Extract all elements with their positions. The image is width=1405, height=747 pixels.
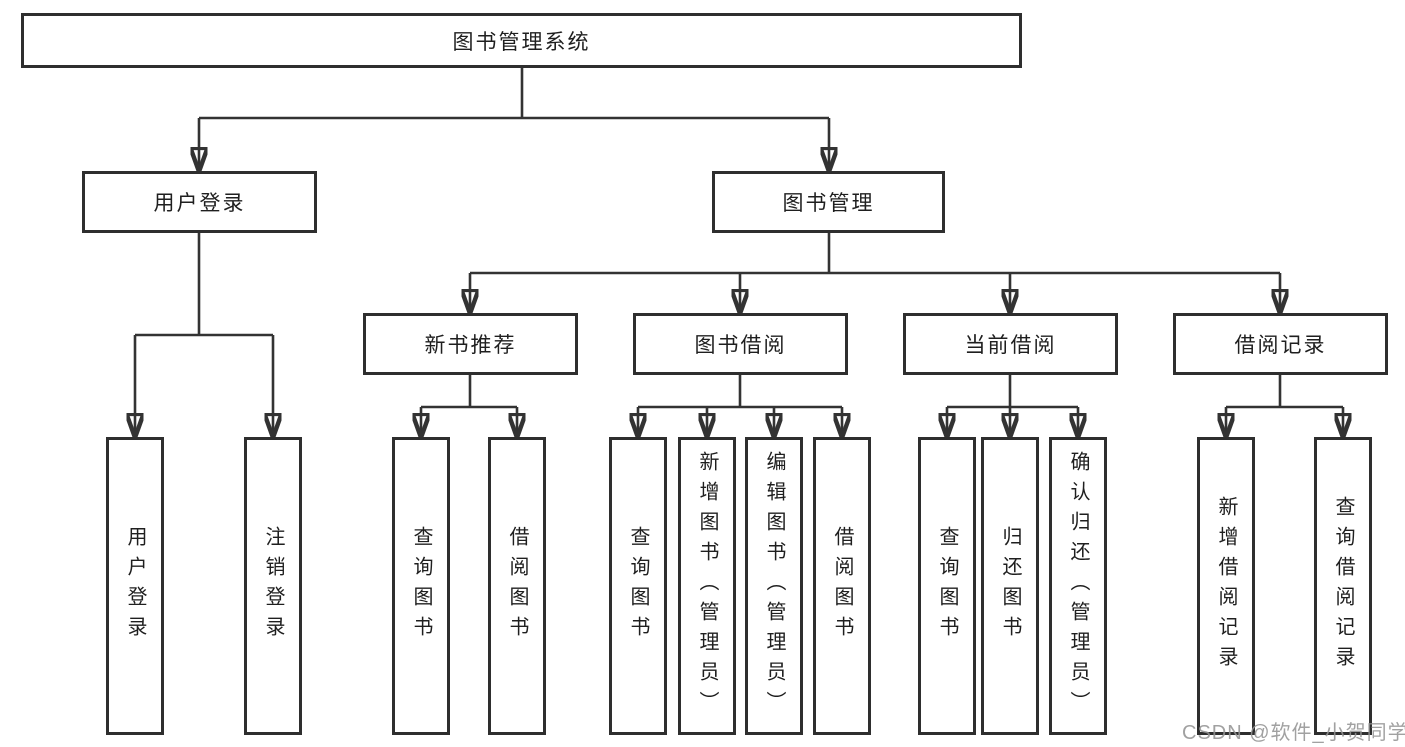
connector-user-login-subtree bbox=[135, 233, 273, 436]
leaf-query-books-borrow: 查询图书 bbox=[609, 437, 667, 735]
leaf-query-books-recommend: 查询图书 bbox=[392, 437, 450, 735]
connector-new-book-subtree bbox=[421, 375, 517, 436]
leaf-borrow-books: 借阅图书 bbox=[813, 437, 871, 735]
node-book-borrowing: 图书借阅 bbox=[633, 313, 848, 375]
leaf-borrow-books-recommend: 借阅图书 bbox=[488, 437, 546, 735]
leaf-edit-books-admin: 编辑图书（管理员） bbox=[745, 437, 803, 735]
connector-root-to-level2 bbox=[199, 68, 829, 170]
connector-records-subtree bbox=[1226, 375, 1343, 436]
leaf-logout: 注销登录 bbox=[244, 437, 302, 735]
node-book-management: 图书管理 bbox=[712, 171, 945, 233]
leaf-add-borrow-record: 新增借阅记录 bbox=[1197, 437, 1255, 735]
connector-borrow-subtree bbox=[638, 375, 842, 436]
leaf-add-books-admin: 新增图书（管理员） bbox=[678, 437, 736, 735]
node-user-login: 用户登录 bbox=[82, 171, 317, 233]
leaf-query-borrow-record: 查询借阅记录 bbox=[1314, 437, 1372, 735]
watermark: CSDN @软件_小贺同学 bbox=[1182, 722, 1405, 744]
connector-book-mgmt-to-level3 bbox=[470, 233, 1280, 312]
leaf-user-login: 用户登录 bbox=[106, 437, 164, 735]
node-current-borrowing: 当前借阅 bbox=[903, 313, 1118, 375]
leaf-return-books: 归还图书 bbox=[981, 437, 1039, 735]
leaf-query-books-current: 查询图书 bbox=[918, 437, 976, 735]
node-library-system: 图书管理系统 bbox=[21, 13, 1022, 68]
node-new-book-recommendation: 新书推荐 bbox=[363, 313, 578, 375]
connector-current-subtree bbox=[947, 375, 1078, 436]
leaf-confirm-return-admin: 确认归还（管理员） bbox=[1049, 437, 1107, 735]
node-borrowing-records: 借阅记录 bbox=[1173, 313, 1388, 375]
